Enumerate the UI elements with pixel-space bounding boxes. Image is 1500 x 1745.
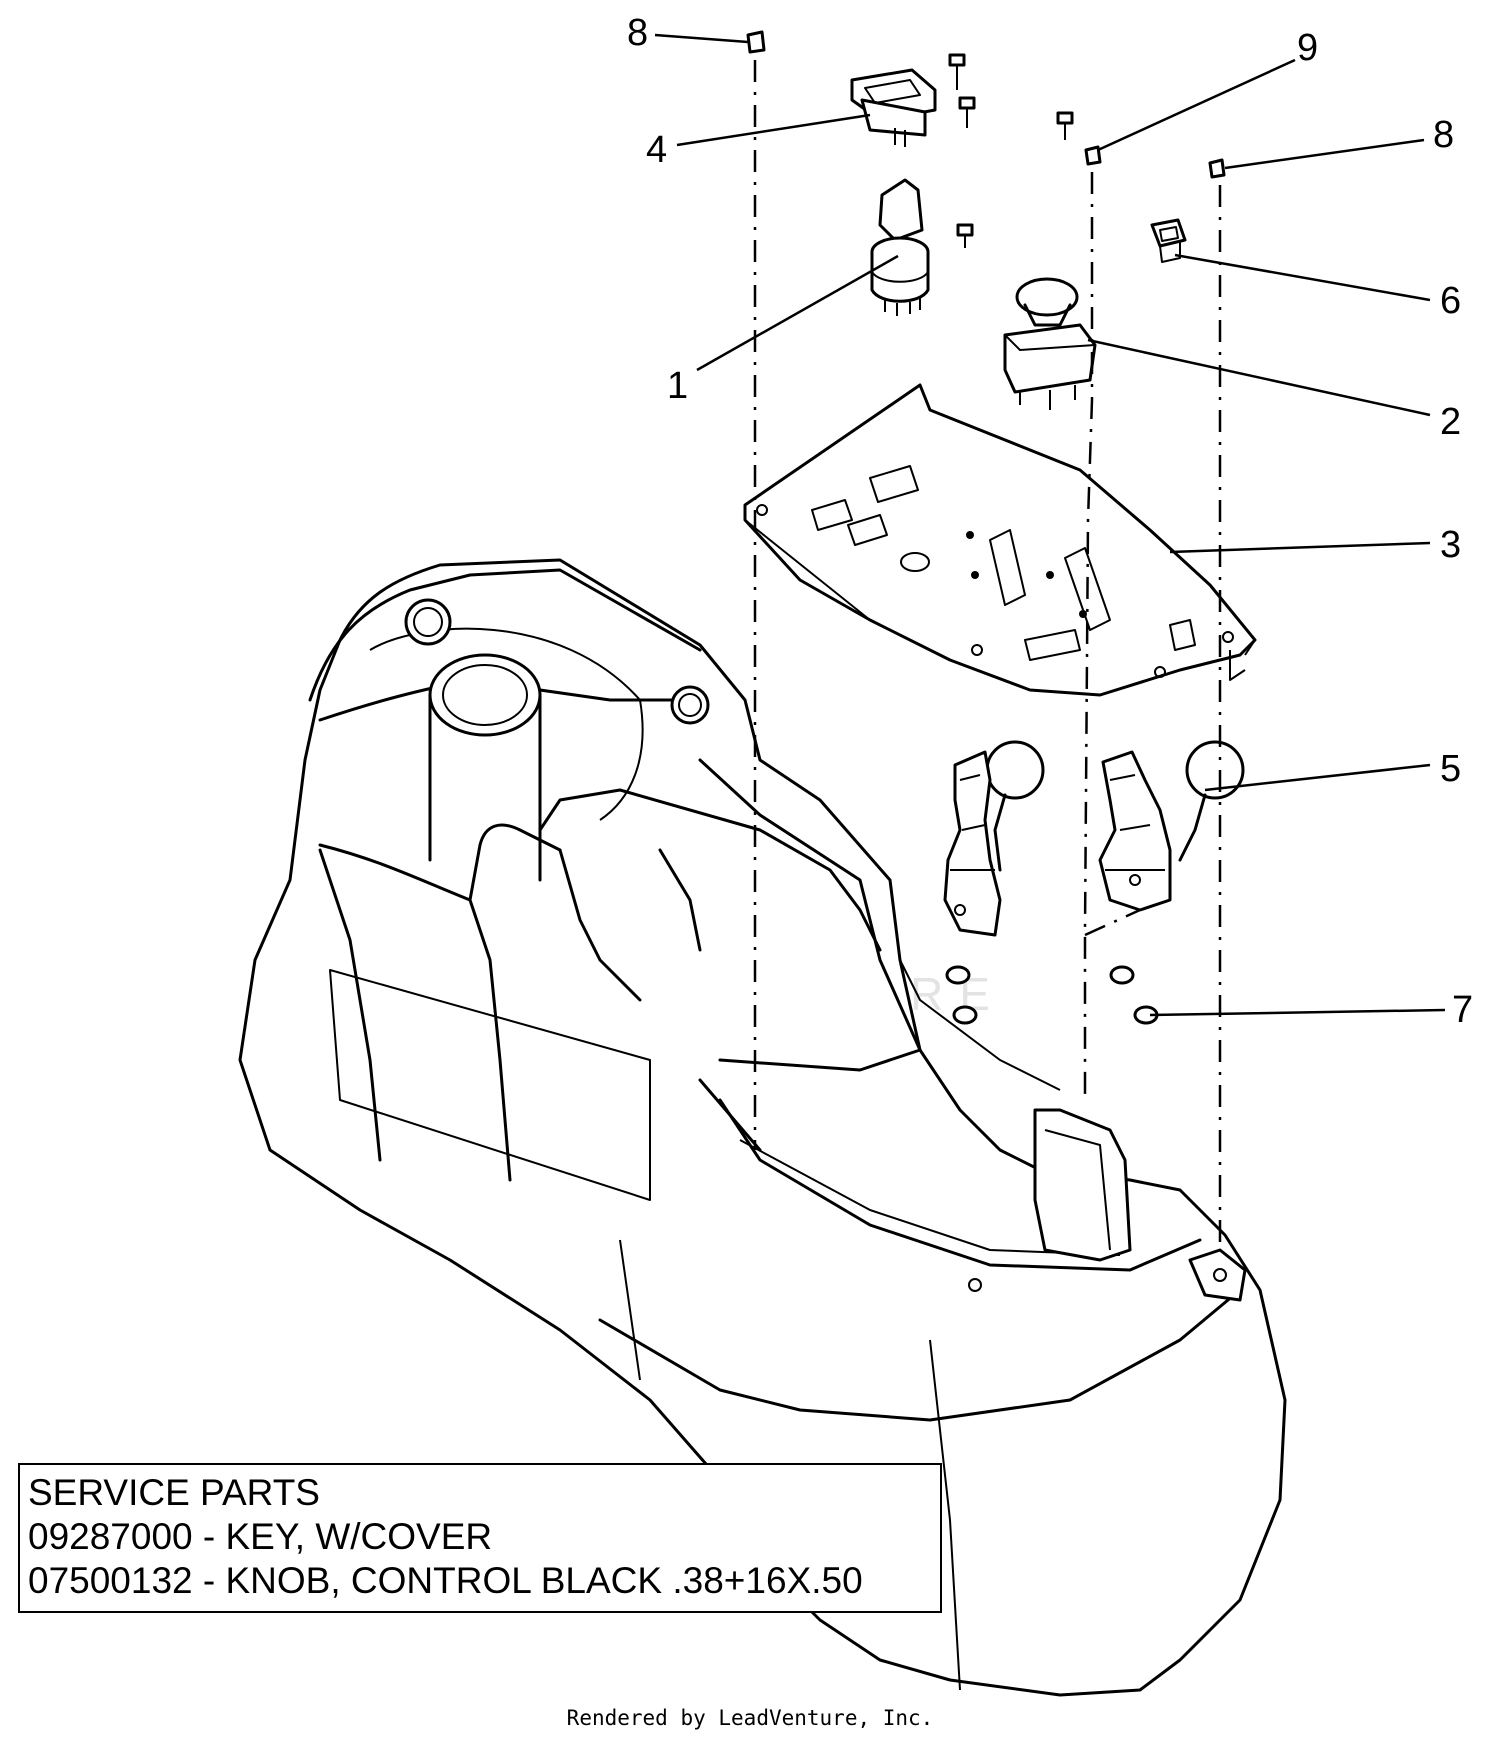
- control-lever-left: [943, 740, 1045, 937]
- callout-4: 4: [646, 129, 667, 171]
- bolts: [948, 53, 1074, 248]
- footer-credit: Rendered by LeadVenture, Inc.: [566, 1706, 934, 1730]
- callout-9: 9: [1297, 27, 1318, 69]
- service-part-line: 07500132 - KNOB, CONTROL BLACK .38+16X.5…: [28, 1560, 863, 1601]
- nuts: [945, 965, 1159, 1025]
- control-lever-right: [1098, 740, 1245, 912]
- control-plate: [743, 383, 1257, 697]
- rocker-switch-small: [1150, 218, 1187, 263]
- leader-lines: [654, 33, 1446, 1017]
- callout-3: 3: [1440, 524, 1461, 566]
- callout-8-top-left: 8: [627, 12, 648, 54]
- assembly-lines: [753, 60, 1222, 1250]
- callout-5: 5: [1440, 748, 1461, 790]
- ignition-switch: [870, 178, 930, 316]
- clips: [746, 30, 1226, 179]
- callout-6: 6: [1440, 280, 1461, 322]
- pto-switch: [1003, 277, 1097, 410]
- service-parts-heading: SERVICE PARTS: [28, 1472, 320, 1513]
- callout-labels: 8 9 8 4 6 1 2 3 5 7: [627, 12, 1473, 1031]
- callout-7: 7: [1452, 989, 1473, 1031]
- callout-1: 1: [667, 365, 688, 407]
- console-housing: [238, 558, 1287, 1697]
- rocker-switch-large: [850, 68, 937, 147]
- service-part-line: 09287000 - KEY, W/COVER: [28, 1516, 493, 1557]
- callout-8-right: 8: [1433, 114, 1454, 156]
- service-parts-box: SERVICE PARTS 09287000 - KEY, W/COVER 07…: [18, 1463, 942, 1613]
- callout-2: 2: [1440, 401, 1461, 443]
